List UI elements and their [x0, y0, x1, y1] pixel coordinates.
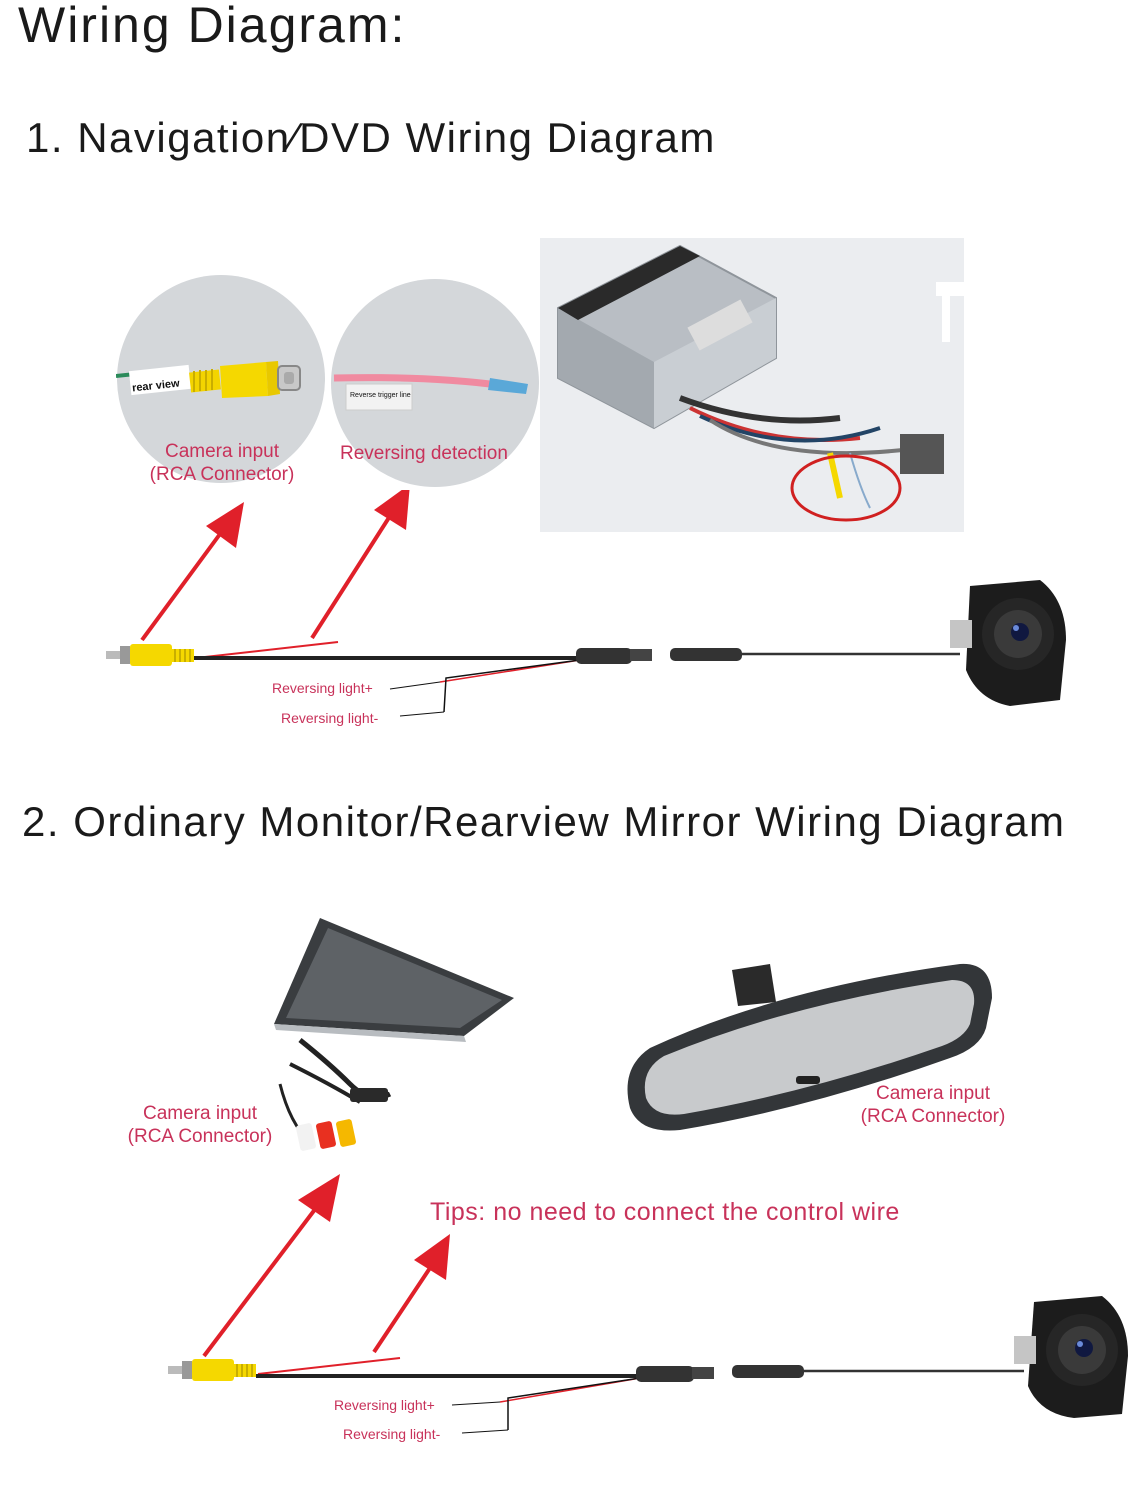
tips-note: Tips: no need to connect the control wir… [430, 1198, 900, 1226]
section-2-title: 2. Ordinary Monitor/Rearview Mirror Wiri… [22, 798, 1066, 845]
reverse-camera-icon [950, 580, 1066, 706]
reverse-camera-icon [1014, 1296, 1128, 1418]
monitor-camera-input-label: Camera input (RCA Connector) [114, 1102, 286, 1148]
reversing-detection-label: Reversing detection [340, 443, 508, 464]
reversing-light-plus-label: Reversing light+ [334, 1397, 435, 1413]
rca-connector-closeup-icon [115, 275, 325, 483]
reversing-detection-circle [330, 278, 540, 488]
cable-connector-male-icon [576, 648, 652, 664]
reversing-light-minus-label: Reversing light- [343, 1426, 441, 1442]
reversing-light-minus-label: Reversing light- [281, 710, 379, 726]
arrow-to-reversing-detection-icon [310, 490, 410, 640]
mirror-camera-input-label: Camera input (RCA Connector) [848, 1082, 1018, 1128]
arrow-to-monitor-icon [202, 1174, 340, 1358]
rca-plug-icon [106, 644, 194, 666]
mirror-label-line1: Camera input [875, 1083, 991, 1104]
camera-input-label: Camera input (RCA Connector) [132, 440, 312, 486]
monitor-icon [274, 918, 514, 1151]
head-unit-photo [540, 238, 964, 532]
section-1-cable-diagram [106, 490, 1066, 717]
monitor-label-line2: (RCA Connector) [127, 1126, 273, 1147]
arrow-to-tips-icon [372, 1234, 450, 1354]
monitor-label-line1: Camera input [142, 1103, 258, 1124]
camera-input-label-line2: (RCA Connector) [149, 464, 295, 485]
trigger-wire-closeup-icon [331, 279, 539, 487]
camera-input-label-line1: Camera input [164, 441, 280, 462]
rca-plug-icon [168, 1359, 256, 1381]
section-1-title: 1. Navigation⁄DVD Wiring Diagram [26, 114, 716, 161]
section-2-cable-diagram [168, 1174, 1128, 1434]
head-unit-icon [540, 238, 964, 532]
page-title: Wiring Diagram: [18, 0, 407, 53]
cable-connector-male-icon [636, 1366, 714, 1382]
rearview-mirror-icon [627, 963, 992, 1131]
mirror-label-line2: (RCA Connector) [860, 1106, 1006, 1127]
camera-input-circle [115, 274, 326, 484]
arrow-to-camera-input-icon [140, 502, 244, 642]
cable-connector-female-icon [732, 1365, 804, 1378]
reversing-light-plus-label: Reversing light+ [272, 680, 373, 696]
cable-connector-female-icon [670, 648, 742, 661]
reverse-trigger-tag: Reverse trigger line [350, 392, 411, 399]
